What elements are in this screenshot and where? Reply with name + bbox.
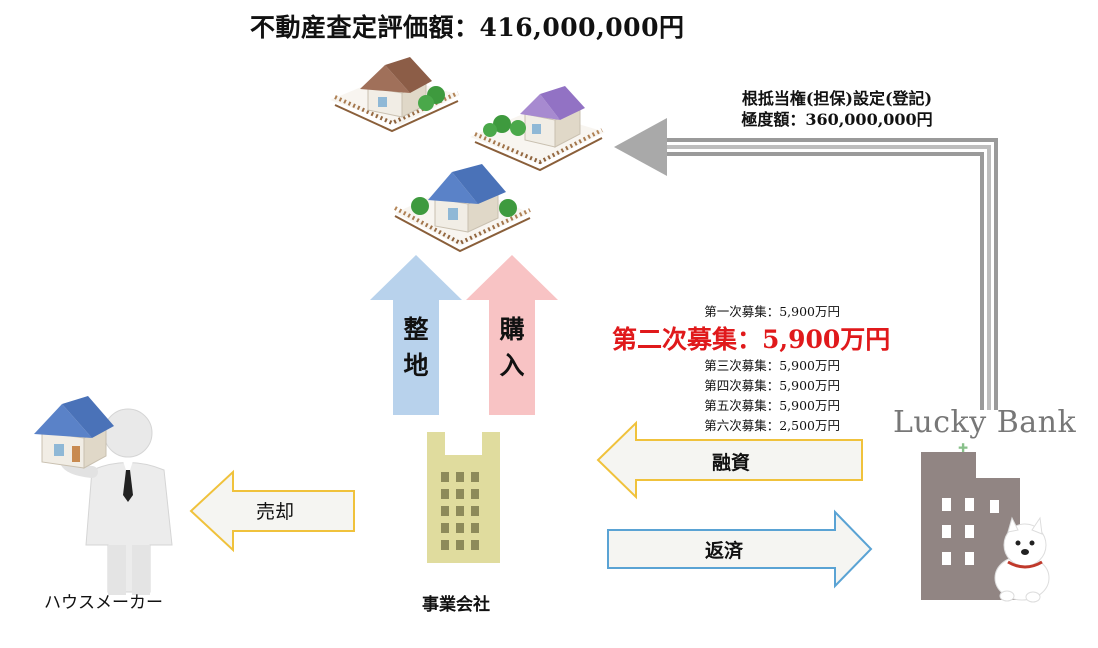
- repayment-label: 返済: [705, 540, 744, 562]
- purchase-arrow-label: 購 入: [499, 315, 525, 380]
- development-arrow-label: 整 地: [403, 315, 429, 380]
- development-arrow: [370, 255, 462, 415]
- financing-label: 融資: [712, 452, 751, 474]
- house-icon: [34, 396, 114, 469]
- mortgage-line-2: 極度額：360,000,000円: [741, 110, 933, 129]
- mortgage-line-1: 根抵当権(担保)設定(登記): [741, 89, 933, 108]
- sale-arrow: [189, 469, 355, 553]
- fundraising-round-4: 第四次募集：5,900万円: [704, 378, 840, 393]
- dog-icon: [994, 516, 1050, 603]
- operating-company-label: 事業会社: [422, 595, 490, 615]
- mortgage-arrow-head: [614, 118, 667, 176]
- house-icon: [330, 57, 460, 133]
- fundraising-round-3: 第三次募集：5,900万円: [704, 358, 840, 373]
- office-building-icon: [427, 432, 500, 563]
- fundraising-round-1: 第一次募集：5,900万円: [704, 304, 840, 319]
- fundraising-round-5: 第五次募集：5,900万円: [704, 398, 840, 413]
- house-icon: [470, 86, 605, 172]
- svg-text:✚: ✚: [958, 441, 968, 455]
- fundraising-round-2-highlight: 第二次募集：5,900万円: [612, 325, 891, 354]
- lucky-bank-logo: Lucky Bank: [893, 405, 1077, 440]
- fundraising-round-6: 第六次募集：2,500万円: [704, 418, 840, 433]
- financing-arrow: [596, 420, 863, 500]
- mortgage-arrow: [614, 118, 998, 410]
- purchase-arrow: [466, 255, 558, 415]
- businessman-icon: [60, 408, 173, 595]
- house-maker-label: ハウスメーカー: [44, 593, 163, 613]
- house-icon: [394, 164, 531, 253]
- mortgage-label: 根抵当権(担保)設定(登記) 極度額：360,000,000円: [702, 88, 972, 130]
- sale-label: 売却: [256, 501, 295, 523]
- repayment-arrow: [607, 509, 873, 589]
- appraisal-title: 不動産査定評価額：416,000,000円: [250, 13, 685, 42]
